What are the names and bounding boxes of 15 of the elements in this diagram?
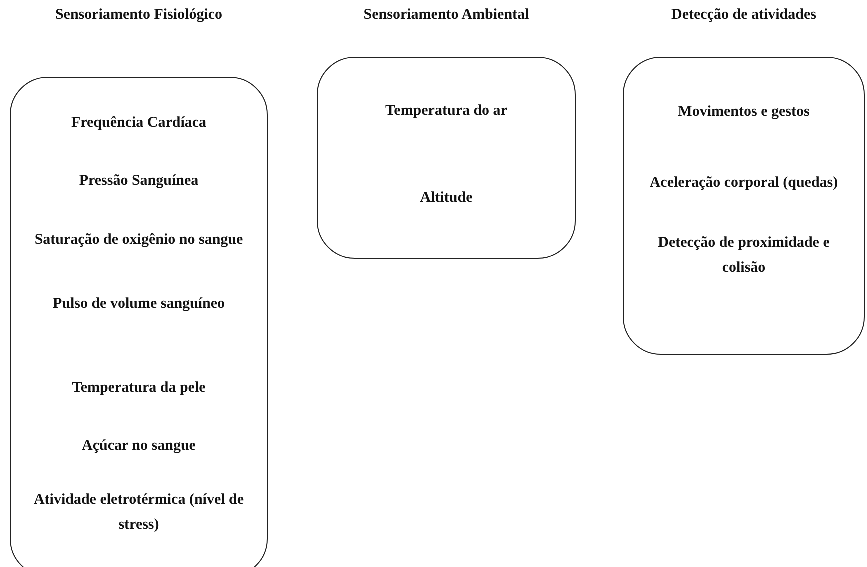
list-item: Pulso de volume sanguíneo	[52, 295, 226, 314]
list-item: Saturação de oxigênio no sangue	[34, 231, 244, 250]
list-item: Temperatura do ar	[384, 102, 508, 121]
list-item: Frequência Cardíaca	[70, 114, 208, 133]
list-item: Pressão Sanguínea	[78, 172, 200, 191]
list-item: Atividade eletrotérmica (nível de stress)	[32, 491, 246, 535]
list-item: Aceleração corporal (quedas)	[648, 174, 840, 193]
column-heading: Detecção de atividades	[670, 6, 818, 25]
list-item: Açúcar no sangue	[81, 437, 197, 456]
column-heading: Sensoriamento Fisiológico	[54, 6, 224, 25]
list-item: Movimentos e gestos	[677, 103, 811, 122]
list-item: Detecção de proximidade e colisão	[657, 234, 831, 278]
list-item: Altitude	[419, 189, 474, 208]
list-item: Temperatura da pele	[71, 379, 207, 398]
column-heading: Sensoriamento Ambiental	[362, 6, 530, 25]
